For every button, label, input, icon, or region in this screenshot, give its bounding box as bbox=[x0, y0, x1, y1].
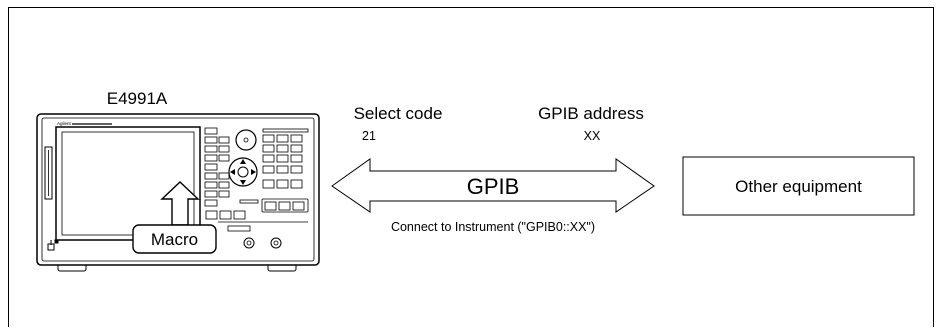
instrument-brand-label: Agilent bbox=[57, 121, 72, 126]
other-equipment-box bbox=[682, 156, 915, 216]
arrow-keypad-icon bbox=[228, 157, 258, 187]
power-icon bbox=[47, 239, 59, 251]
instrument-model-label: E4991A bbox=[107, 89, 168, 108]
front-connector bbox=[227, 225, 251, 232]
macro-box bbox=[132, 224, 217, 254]
softkey-column bbox=[204, 127, 230, 207]
port-connector-icon bbox=[243, 237, 282, 249]
other-equipment-label: Other equipment bbox=[735, 177, 862, 196]
gpib-address-value: XX bbox=[584, 129, 601, 143]
gpib-bus-double-arrow bbox=[331, 158, 655, 213]
gpib-address-label: GPIB address bbox=[538, 104, 644, 123]
macro-label: Macro bbox=[151, 230, 198, 249]
select-code-value: 21 bbox=[362, 129, 376, 143]
function-keypad bbox=[205, 128, 309, 220]
connect-to-instrument-text: Connect to Instrument ("GPIB0::XX") bbox=[391, 220, 595, 234]
gpib-bus-label: GPIB bbox=[467, 174, 520, 199]
diagram-frame bbox=[8, 7, 934, 327]
rotary-knob-icon bbox=[235, 129, 257, 151]
bottom-button-group bbox=[239, 198, 309, 213]
e4991a-instrument: Agilent bbox=[36, 113, 320, 272]
select-code-label: Select code bbox=[354, 104, 443, 123]
